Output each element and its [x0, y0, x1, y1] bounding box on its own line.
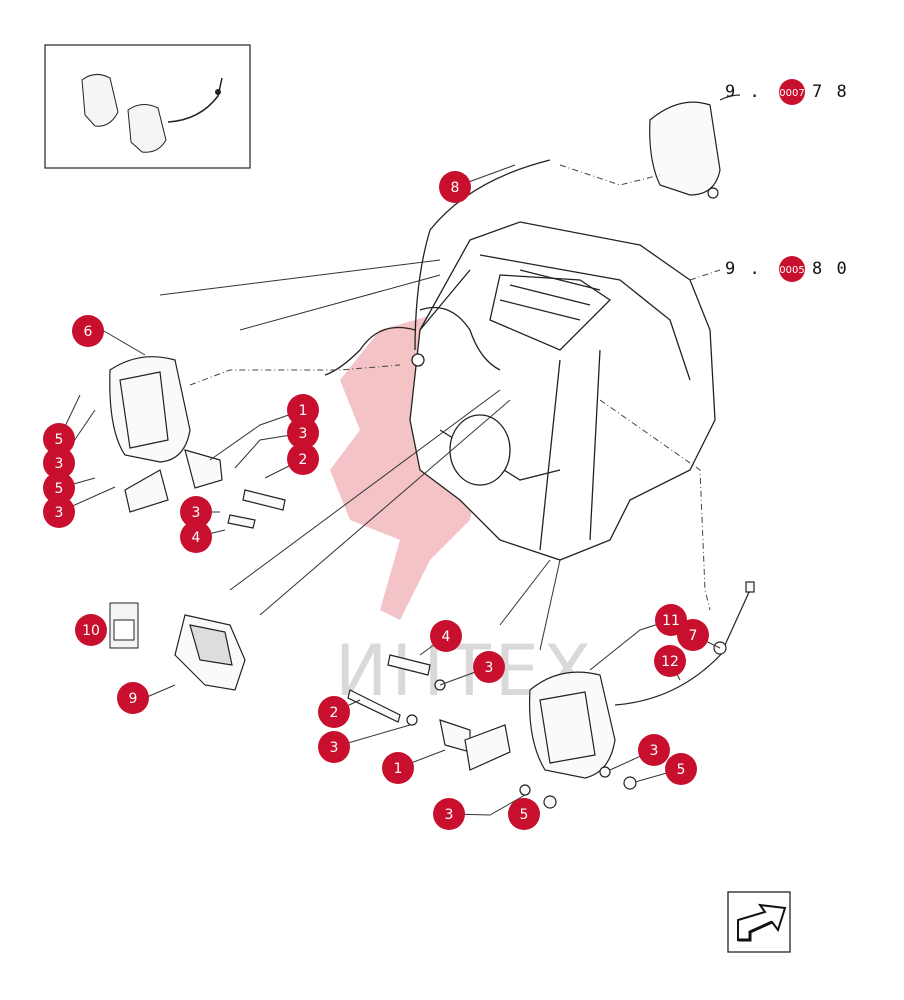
- svg-text:10: 10: [82, 623, 100, 639]
- reference-top-suffix: 7 8: [812, 82, 849, 102]
- svg-text:3: 3: [192, 505, 201, 521]
- callout-3[interactable]: 3: [43, 496, 75, 528]
- callout-9[interactable]: 9: [117, 682, 149, 714]
- navigation-arrow-icon[interactable]: [727, 891, 791, 953]
- callouts: 1 3 2 6 5 3 5 3 3 4 8 10 9 4 3 2 3 1 3 5…: [43, 171, 709, 830]
- svg-text:12: 12: [661, 654, 679, 670]
- svg-text:3: 3: [299, 426, 308, 442]
- svg-text:5: 5: [677, 762, 686, 778]
- callout-3[interactable]: 3: [43, 447, 75, 479]
- reference-bottom-prefix: 9 .: [725, 259, 762, 279]
- svg-text:7: 7: [689, 628, 698, 644]
- svg-text:5: 5: [55, 481, 64, 497]
- svg-text:9: 9: [129, 691, 138, 707]
- switch-label-plate: [109, 602, 139, 649]
- callout-3[interactable]: 3: [473, 651, 505, 683]
- reference-bottom-suffix: 8 0: [812, 259, 849, 279]
- top-work-light: [649, 94, 741, 199]
- svg-text:3: 3: [330, 740, 339, 756]
- svg-text:2: 2: [330, 705, 339, 721]
- svg-text:3: 3: [650, 743, 659, 759]
- callout-5[interactable]: 5: [43, 472, 75, 504]
- reference-bottom-dot: 0005: [779, 265, 804, 276]
- callout-5[interactable]: 5: [43, 423, 75, 455]
- callout-4[interactable]: 4: [430, 620, 462, 652]
- svg-text:4: 4: [442, 629, 451, 645]
- svg-text:3: 3: [445, 807, 454, 823]
- callout-3[interactable]: 3: [287, 417, 319, 449]
- leader-lines: [189, 164, 721, 611]
- svg-text:11: 11: [662, 613, 680, 629]
- right-work-light: [347, 581, 755, 809]
- svg-text:1: 1: [394, 761, 403, 777]
- callout-1[interactable]: 1: [382, 752, 414, 784]
- svg-text:6: 6: [84, 324, 93, 340]
- svg-text:3: 3: [55, 505, 64, 521]
- svg-text:3: 3: [485, 660, 494, 676]
- callout-2[interactable]: 2: [318, 696, 350, 728]
- svg-text:8: 8: [451, 180, 460, 196]
- callout-4[interactable]: 4: [180, 521, 212, 553]
- callout-3[interactable]: 3: [318, 731, 350, 763]
- callout-8[interactable]: 8: [439, 171, 471, 203]
- callout-2[interactable]: 2: [287, 443, 319, 475]
- callout-3[interactable]: 3: [433, 798, 465, 830]
- callout-7[interactable]: 7: [677, 619, 709, 651]
- svg-text:5: 5: [520, 807, 529, 823]
- svg-text:4: 4: [192, 530, 201, 546]
- callout-3[interactable]: 3: [638, 734, 670, 766]
- callout-10[interactable]: 10: [75, 614, 107, 646]
- left-work-light: [109, 356, 286, 529]
- svg-text:3: 3: [55, 456, 64, 472]
- callout-6[interactable]: 6: [72, 315, 104, 347]
- cab-frame: [409, 221, 716, 561]
- callout-12[interactable]: 12: [654, 645, 686, 677]
- callout-5[interactable]: 5: [665, 753, 697, 785]
- callout-5[interactable]: 5: [508, 798, 540, 830]
- svg-text:5: 5: [55, 432, 64, 448]
- callout-3[interactable]: 3: [180, 496, 212, 528]
- svg-text:1: 1: [299, 403, 308, 419]
- reference-bottom: 9 . 0005 8 0: [725, 256, 849, 282]
- svg-text:2: 2: [299, 452, 308, 468]
- callout-1[interactable]: 1: [287, 394, 319, 426]
- rocker-switch: [174, 614, 246, 691]
- reference-top-dot: 0007: [779, 88, 804, 99]
- inset-box: [44, 44, 251, 169]
- solid-leaders: [159, 259, 561, 651]
- reference-top: 9 . 0007 7 8: [725, 79, 849, 105]
- reference-top-prefix: 9 .: [725, 82, 762, 102]
